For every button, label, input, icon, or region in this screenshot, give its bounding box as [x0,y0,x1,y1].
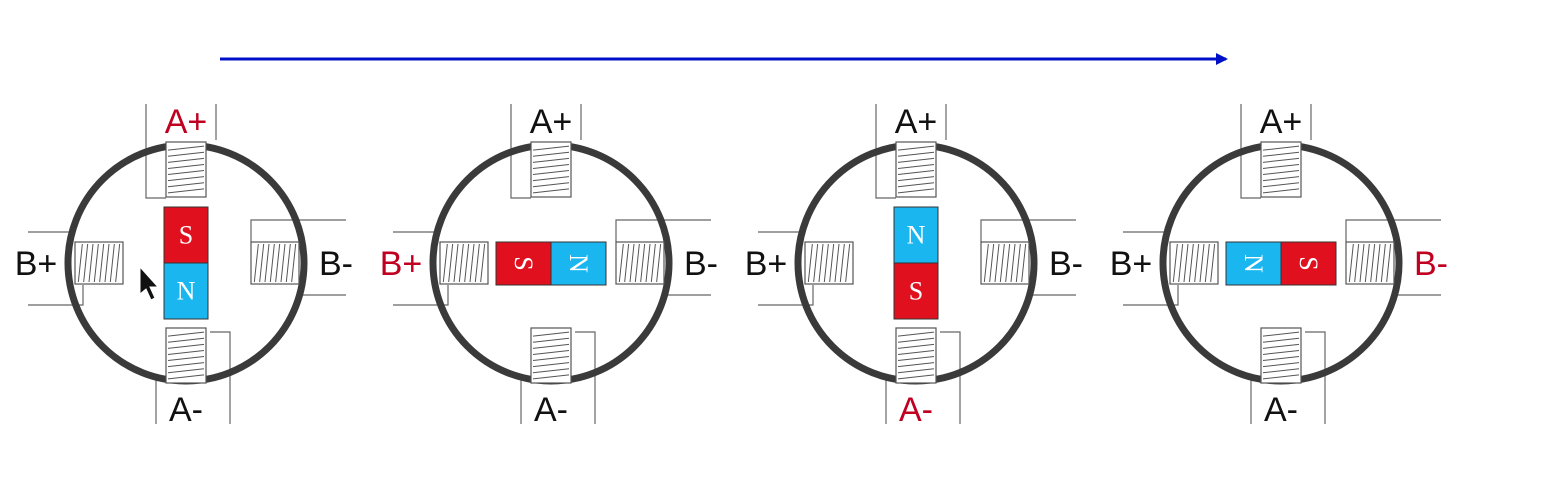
coil-a-plus [165,141,207,198]
north-pole-label: N [564,254,593,273]
north-pole-label: N [177,277,196,306]
terminal-label-right: B- [1414,245,1448,283]
coil-a-minus [530,327,572,384]
terminal-label-right: B- [319,245,353,283]
coil-a-minus [165,327,207,384]
coil-b-minus [250,241,300,285]
coil-b-minus [1345,241,1395,285]
coil-b-minus [980,241,1030,285]
south-pole-label: S [179,221,193,250]
motor-stage-1: SN A+ A- B+ B- [15,103,353,429]
terminal-label-left: B+ [745,245,788,283]
north-pole-label: N [907,221,926,250]
terminal-label-right: B- [684,245,718,283]
coil-a-plus [895,141,937,198]
rotor-magnet: NS [893,206,939,320]
terminal-label-bottom: A- [1264,391,1298,429]
terminal-label-bottom: A- [899,391,933,429]
terminal-label-left: B+ [15,245,58,283]
coil-a-minus [1260,327,1302,384]
terminal-label-top: A+ [165,103,208,141]
terminal-label-left: B+ [1110,245,1153,283]
coil-b-plus [1169,241,1219,285]
magnet-south-pole [495,241,552,286]
magnet-north-pole [893,206,939,264]
terminal-label-right: B- [1049,245,1083,283]
coil-b-plus [439,241,489,285]
south-pole-label: S [509,256,538,270]
magnet-north-pole [550,241,607,286]
coil-a-plus [530,141,572,198]
rotor-magnet: SN [163,206,209,320]
terminal-label-left: B+ [380,245,423,283]
coil-a-plus [1260,141,1302,198]
magnet-south-pole [893,262,939,320]
south-pole-label: S [1294,256,1323,270]
coil-b-plus [804,241,854,285]
coil-b-plus [74,241,124,285]
magnet-south-pole [1280,241,1337,286]
cursor-icon [139,265,160,301]
motor-stage-3: NS A+ A- B+ B- [745,103,1083,429]
magnet-north-pole [1225,241,1282,286]
magnet-north-pole [163,262,209,320]
magnet-south-pole [163,206,209,264]
terminal-label-bottom: A- [169,391,203,429]
north-pole-label: N [1239,254,1268,273]
terminal-label-top: A+ [530,103,573,141]
terminal-label-top: A+ [895,103,938,141]
terminal-label-bottom: A- [534,391,568,429]
terminal-label-top: A+ [1260,103,1303,141]
coil-b-minus [615,241,665,285]
wire-leads [1123,104,1441,424]
south-pole-label: S [909,277,923,306]
coil-a-minus [895,327,937,384]
